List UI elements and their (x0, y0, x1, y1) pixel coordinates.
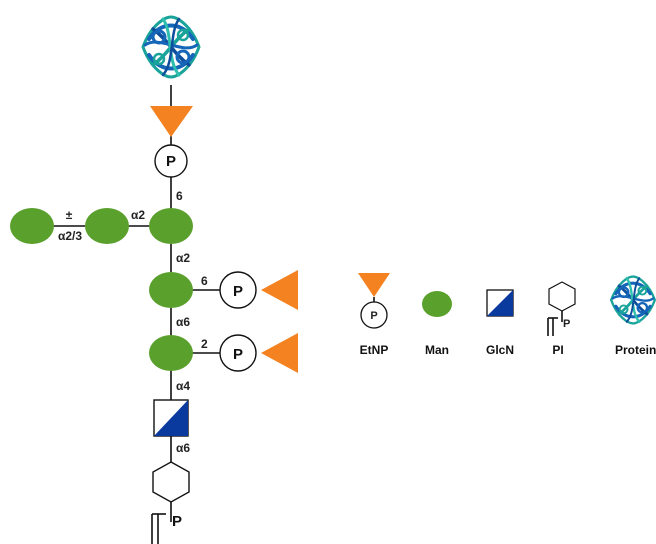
legend-glcn-square-icon (486, 289, 514, 317)
linkage-label: 6 (201, 274, 208, 288)
linkage-label: α2 (131, 208, 145, 222)
protein-icon (141, 15, 201, 79)
linkage-label: 2 (201, 337, 208, 351)
pi-phosphate-label: P (172, 513, 182, 530)
linkage-label: α6 (176, 315, 190, 329)
linkage-label: 6 (176, 189, 183, 203)
legend-pi-label: PI (552, 343, 563, 357)
legend-etnp-label: EtNP (360, 343, 389, 357)
glcn-square-icon (153, 399, 189, 437)
linkage-label: α2/3 (58, 229, 82, 243)
phosphate-label: P (233, 283, 243, 300)
legend-protein-label: Protein (615, 343, 656, 357)
legend: P EtNP Man GlcN P PI Protein (358, 273, 656, 357)
legend-phosphate-circle (360, 301, 388, 329)
legend-man-label: Man (425, 343, 449, 357)
etnp-triangle-icon (261, 333, 298, 373)
phosphate-label: P (166, 153, 176, 170)
etnp-triangle-icon (261, 270, 298, 310)
phosphate-circle (154, 144, 188, 178)
mannose-2 (149, 272, 193, 308)
linkage-label: α4 (176, 379, 190, 393)
legend-pi-cyclohexane-icon (547, 281, 576, 336)
mannose-1 (149, 208, 193, 244)
legend-glcn-label: GlcN (486, 343, 514, 357)
mannose-3 (149, 335, 193, 371)
mannose-side-inner (85, 208, 129, 244)
legend-mannose-circle (422, 291, 452, 317)
phosphate-circle (219, 271, 257, 309)
pi-cyclohexane-icon (151, 461, 190, 544)
etnp-triangle-icon (150, 106, 193, 137)
phosphate-label: P (233, 346, 243, 363)
legend-pi-phosphate-label: P (563, 318, 570, 330)
legend-protein-icon (609, 275, 656, 325)
legend-etnp-triangle-icon (358, 273, 390, 297)
linkage-label: α6 (176, 441, 190, 455)
linkage-label: ± (66, 208, 73, 222)
linkage-label: α2 (176, 251, 190, 265)
phosphate-circle (219, 334, 257, 372)
legend-phosphate-label: P (370, 310, 377, 322)
mannose-side-outer (10, 208, 54, 244)
